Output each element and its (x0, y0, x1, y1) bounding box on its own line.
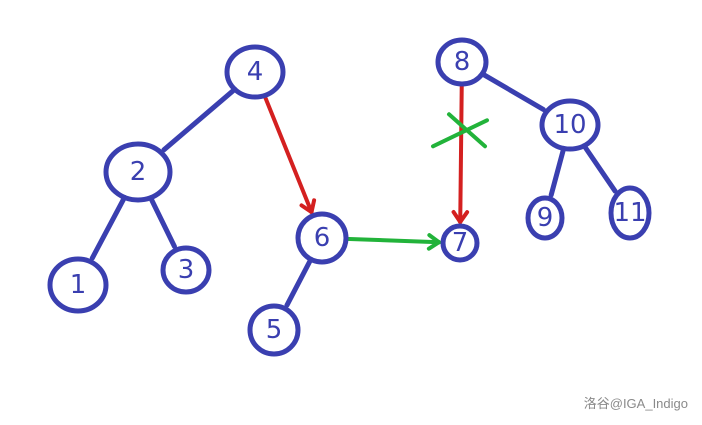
tree-edge-10-9 (548, 145, 567, 198)
red-arrow-4-6 (262, 93, 314, 215)
node-circle-5 (247, 303, 301, 357)
green-arrow-6-7 (343, 236, 442, 245)
node-circle-7 (440, 223, 480, 263)
red-arrow-4-6-head (299, 203, 314, 215)
tree-edge-6-5 (284, 256, 314, 308)
node-circle-8 (435, 37, 489, 87)
node-label-3: 3 (178, 255, 195, 285)
node-circle-2 (103, 141, 173, 203)
cross-mark (446, 112, 487, 149)
tree-edge-2-3 (148, 195, 177, 249)
tree-edge-10-11 (581, 143, 618, 194)
node-label-7: 7 (452, 228, 469, 258)
node-label-10: 10 (553, 110, 586, 140)
node-circle-9 (525, 195, 565, 241)
watermark: 洛谷@IGA_Indigo (583, 396, 688, 411)
node-circle-6 (295, 211, 349, 265)
node-label-11: 11 (613, 198, 646, 228)
cross-mark (430, 118, 489, 149)
node-label-1: 1 (70, 270, 87, 300)
node-circle-11 (608, 185, 652, 241)
red-arrow-8-7-head (451, 210, 463, 225)
node-label-6: 6 (314, 223, 331, 253)
node-label-5: 5 (266, 315, 283, 345)
red-arrow-8-7 (458, 81, 464, 225)
node-label-9: 9 (537, 203, 554, 233)
tree-edge-2-1 (89, 194, 128, 261)
green-arrow-6-7-head (426, 240, 442, 251)
node-label-4: 4 (247, 57, 264, 87)
node-circle-10 (539, 98, 601, 152)
node-circle-3 (160, 245, 212, 295)
node-label-8: 8 (454, 47, 471, 77)
node-label-2: 2 (130, 157, 147, 187)
node-circle-1 (47, 256, 109, 314)
tree-edge-8-10 (479, 71, 546, 112)
tree-edge-4-2 (161, 86, 238, 153)
node-circle-4 (224, 44, 286, 100)
